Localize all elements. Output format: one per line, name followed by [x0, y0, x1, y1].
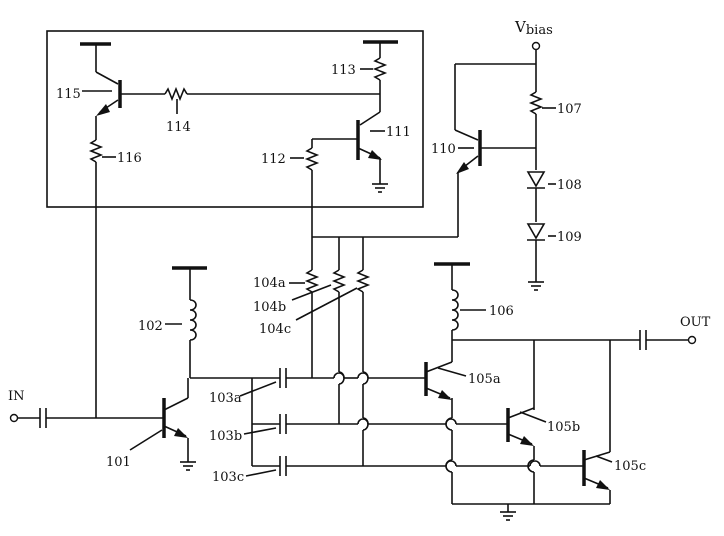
label-104a: 104a: [253, 276, 286, 291]
transistor-115: [80, 42, 165, 116]
label-103a: 103a: [209, 391, 242, 406]
label-108: 108: [557, 178, 582, 193]
vbias-terminal: [531, 41, 541, 51]
resistor-107: [528, 91, 556, 170]
capacitor-103a: [252, 368, 426, 388]
transistor-105a: [424, 361, 467, 504]
label-113: 113: [331, 63, 356, 78]
label-101: 101: [106, 455, 131, 470]
label-110: 110: [431, 142, 456, 157]
resistor-116: [88, 116, 116, 412]
label-103c: 103c: [212, 470, 244, 485]
resistor-104a: [304, 237, 320, 378]
label-112: 112: [261, 152, 286, 167]
diode-108: [526, 171, 556, 222]
resistor-104c: [355, 237, 371, 466]
resistor-112: [290, 139, 320, 237]
inductor-102: [165, 266, 207, 378]
label-109: 109: [557, 230, 582, 245]
input-capacitor: [18, 408, 96, 428]
label-106: 106: [489, 304, 514, 319]
label-107: 107: [557, 102, 582, 117]
resistor-114: [164, 86, 380, 114]
label-105b: 105b: [547, 420, 580, 435]
label-116: 116: [117, 151, 142, 166]
label-103b: 103b: [209, 429, 242, 444]
diode-109: [526, 223, 556, 291]
label-104c: 104c: [259, 322, 291, 337]
output-capacitor: [639, 330, 688, 350]
transistor-111: [312, 111, 389, 193]
input-terminal: [9, 413, 19, 423]
transistor-105c: [582, 450, 613, 504]
capacitor-103b: [252, 414, 508, 434]
label-105c: 105c: [614, 459, 646, 474]
label-102: 102: [138, 319, 163, 334]
transistor-105b: [506, 407, 547, 504]
inductor-106: [434, 262, 486, 340]
label-105a: 105a: [468, 372, 501, 387]
label-115: 115: [56, 87, 81, 102]
label-vbias: Vbias: [514, 18, 553, 38]
label-out: OUT: [680, 315, 711, 330]
transistor-110: [454, 129, 536, 237]
label-111: 111: [386, 125, 411, 140]
resistor-113: [360, 40, 398, 112]
bias-circuit-box: [46, 30, 424, 208]
transistor-101: [129, 378, 197, 471]
label-in: IN: [8, 389, 25, 404]
label-104b: 104b: [253, 300, 286, 315]
resistor-104b: [331, 237, 347, 424]
output-terminal: [687, 335, 697, 345]
label-114: 114: [166, 120, 191, 135]
